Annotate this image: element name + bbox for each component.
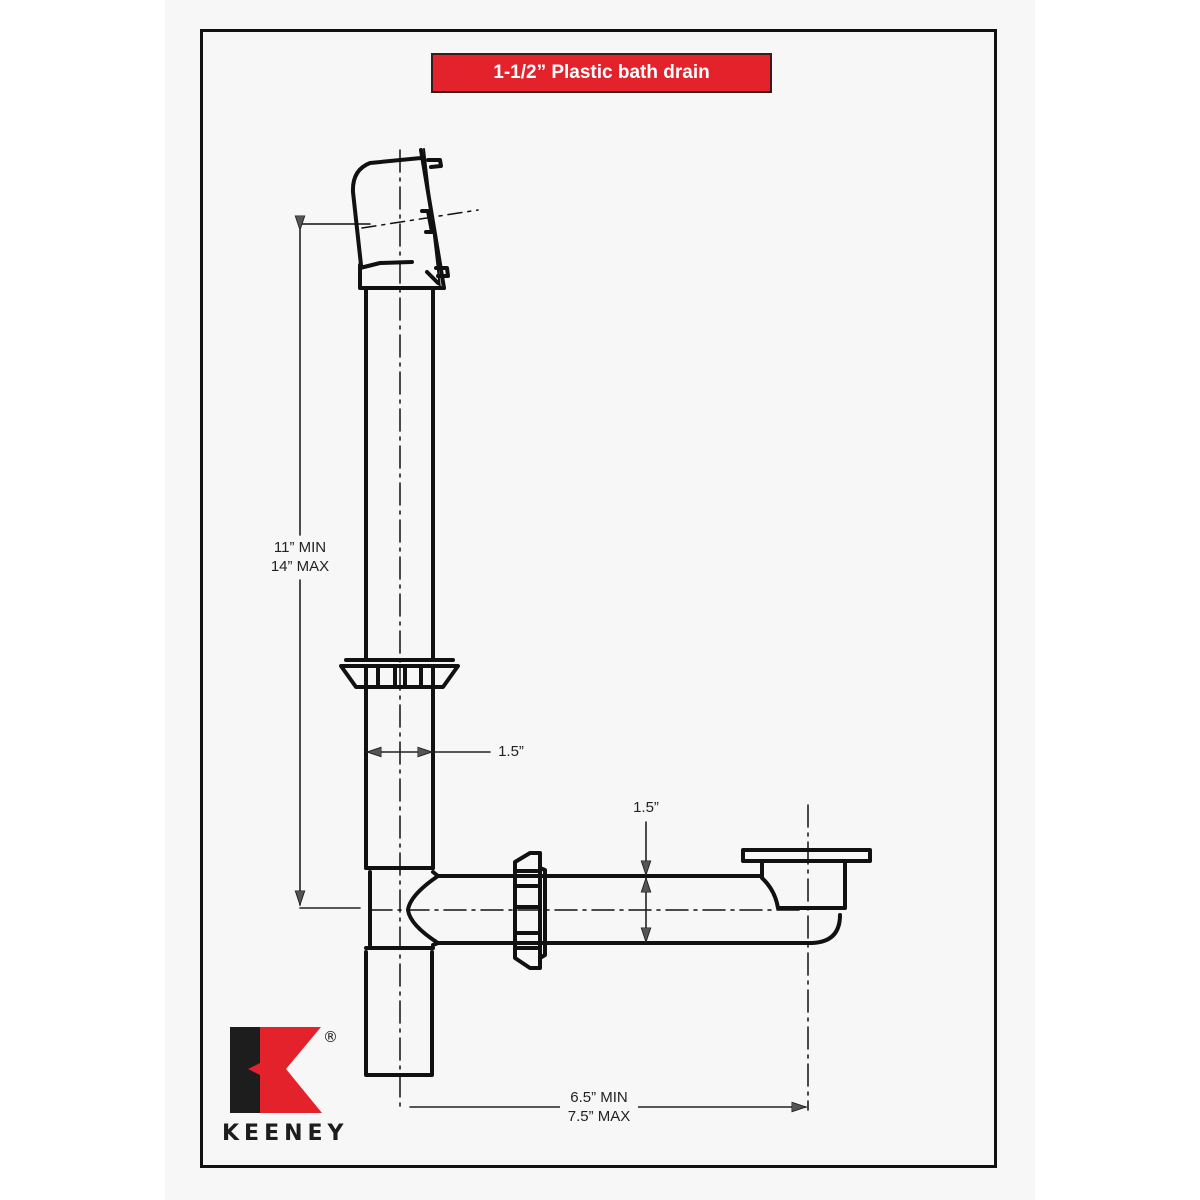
title-text: 1-1/2” Plastic bath drain <box>493 62 710 83</box>
tee-fitting <box>364 866 842 1077</box>
title-banner: 1-1/2” Plastic bath drain <box>431 53 772 93</box>
registered-mark: ® <box>323 1028 338 1046</box>
keeney-wordmark: KEENEY <box>222 1121 349 1146</box>
drawing-frame <box>200 29 997 1168</box>
keeney-k-logo-icon <box>230 1027 322 1113</box>
drawing-sheet <box>165 0 1035 1200</box>
drain-shoe <box>738 848 872 910</box>
vertical-pipe <box>364 286 435 870</box>
overflow-elbow <box>350 148 450 290</box>
slip-nut-horizontal <box>513 851 547 970</box>
vertical-diameter-label: 1.5” <box>494 742 528 761</box>
height-dimension-label: 11” MIN 14” MAX <box>258 538 342 576</box>
horizontal-diameter-label: 1.5” <box>628 798 664 817</box>
length-dimension-label: 6.5” MIN 7.5” MAX <box>560 1088 638 1126</box>
